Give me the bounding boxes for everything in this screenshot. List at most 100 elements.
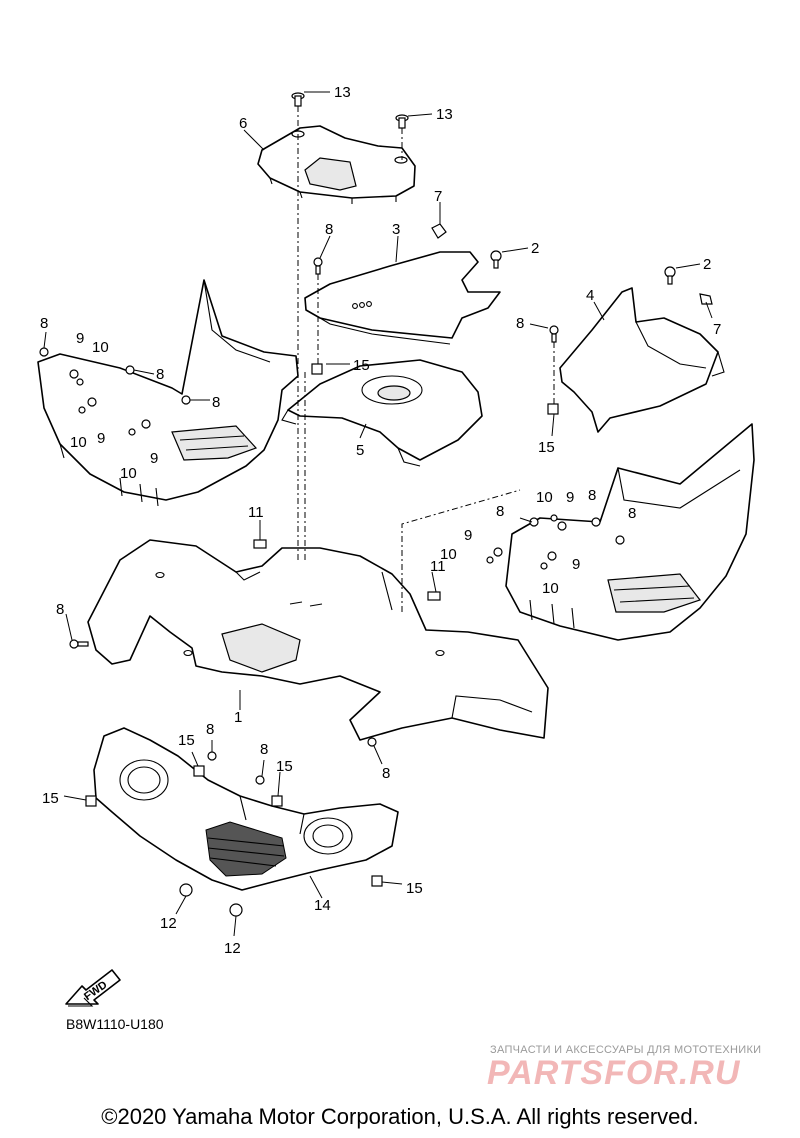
- callout-8: 8: [382, 765, 390, 782]
- callout-5: 5: [356, 442, 364, 459]
- callout-8: 8: [40, 315, 48, 332]
- callout-13: 13: [436, 106, 453, 123]
- callout-9: 9: [572, 556, 580, 573]
- screw-8-left-mid: [125, 365, 135, 375]
- bolt-13-right: [395, 114, 409, 129]
- part-4-right-side-panel: [559, 287, 725, 433]
- screw-8-grille-b: [255, 775, 265, 785]
- callout-2: 2: [531, 240, 539, 257]
- screw-8-right-panel: [549, 325, 559, 343]
- callout-15: 15: [276, 758, 293, 775]
- screw-8-grille-a: [207, 751, 217, 761]
- grommet-10-right-a: [486, 556, 494, 564]
- clip-11-right: [427, 591, 441, 601]
- part-14-front-grille: [93, 727, 399, 891]
- rivet-12-a: [179, 883, 193, 897]
- callout-9: 9: [464, 527, 472, 544]
- callout-9: 9: [566, 489, 574, 506]
- callout-4: 4: [586, 287, 594, 304]
- callout-3: 3: [392, 221, 400, 238]
- callout-10: 10: [120, 465, 137, 482]
- left-footrest-panel: [37, 279, 299, 507]
- callout-15: 15: [406, 880, 423, 897]
- callout-8: 8: [496, 503, 504, 520]
- part-3-center-panel: [304, 251, 501, 345]
- screw-8-top-center: [313, 257, 323, 275]
- callout-10: 10: [536, 489, 553, 506]
- part-6-upper-cover: [257, 125, 416, 204]
- callout-7: 7: [713, 321, 721, 338]
- watermark-tagline: ЗАПЧАСТИ И АКСЕССУАРЫ ДЛЯ МОТОТЕХНИКИ: [490, 1044, 762, 1056]
- callout-15: 15: [178, 732, 195, 749]
- grommet-10-left-b: [78, 406, 86, 414]
- callout-9: 9: [150, 450, 158, 467]
- washer-9-left-c: [141, 419, 151, 429]
- callout-15: 15: [42, 790, 59, 807]
- callout-7: 7: [434, 188, 442, 205]
- washer-9-left-a: [69, 369, 79, 379]
- watermark-logo: PARTSFOR.RU: [487, 1054, 741, 1092]
- callout-10: 10: [92, 339, 109, 356]
- washer-9-right-b: [557, 521, 567, 531]
- screw-8-left-top: [39, 347, 49, 357]
- callout-8: 8: [325, 221, 333, 238]
- callout-12: 12: [224, 940, 241, 957]
- nut-15-grille-b: [271, 795, 283, 807]
- callout-15: 15: [353, 357, 370, 374]
- callout-8: 8: [516, 315, 524, 332]
- callout-1: 1: [234, 709, 242, 726]
- rivet-12-b: [229, 903, 243, 917]
- screw-8-right-b: [591, 517, 601, 527]
- grommet-10-right-c: [540, 562, 548, 570]
- screw-2-center: [490, 250, 502, 269]
- screw-2-right: [664, 266, 676, 285]
- callout-11: 11: [430, 558, 446, 575]
- nut-15-center: [311, 363, 323, 375]
- callout-8: 8: [588, 487, 596, 504]
- clip-7-top: [431, 223, 447, 239]
- callout-9: 9: [97, 430, 105, 447]
- callout-13: 13: [334, 84, 351, 101]
- callout-8: 8: [212, 394, 220, 411]
- nut-15-grille-c: [85, 795, 97, 807]
- screw-8-right-c: [615, 535, 625, 545]
- leader-lines: [43, 91, 713, 937]
- grommet-10-left-c: [128, 428, 136, 436]
- callout-15: 15: [538, 439, 555, 456]
- part-5-center-cover: [281, 359, 483, 467]
- callout-2: 2: [703, 256, 711, 273]
- bolt-13-left: [291, 92, 305, 107]
- nut-15-grille-d: [371, 875, 383, 887]
- washer-9-left-b: [87, 397, 97, 407]
- copyright-notice: ©2020 Yamaha Motor Corporation, U.S.A. A…: [101, 1104, 699, 1129]
- callout-10: 10: [542, 580, 559, 597]
- screw-8-fender-left: [69, 639, 89, 649]
- callout-10: 10: [440, 546, 457, 563]
- grommet-10-right-b: [550, 514, 558, 522]
- callout-12: 12: [160, 915, 177, 932]
- callout-11: 11: [248, 504, 264, 521]
- clip-11-left: [253, 539, 267, 549]
- fasteners: [39, 92, 713, 917]
- part-1-front-fender: [87, 539, 549, 741]
- nut-15-right: [547, 403, 559, 415]
- callout-8: 8: [206, 721, 214, 738]
- screw-8-fender-right: [367, 737, 377, 747]
- callout-8: 8: [156, 366, 164, 383]
- diagram-code: B8W1110-U180: [66, 1016, 164, 1032]
- callout-8: 8: [56, 601, 64, 618]
- callout-9: 9: [76, 330, 84, 347]
- nut-15-grille-a: [193, 765, 205, 777]
- grommet-10-left-a: [76, 378, 84, 386]
- callout-10: 10: [70, 434, 87, 451]
- washer-9-right-c: [547, 551, 557, 561]
- callout-14: 14: [314, 897, 331, 914]
- callout-labels: 13 13 6 7 8 3 2 2 4 7 8 8 9 10 8 15 8 10…: [40, 84, 721, 957]
- callout-6: 6: [239, 115, 247, 132]
- right-footrest-panel: [505, 423, 755, 641]
- callout-8: 8: [628, 505, 636, 522]
- washer-9-right-a: [493, 547, 503, 557]
- forward-direction-arrow: FWD: [65, 969, 121, 1007]
- assembly-lines: [297, 106, 555, 612]
